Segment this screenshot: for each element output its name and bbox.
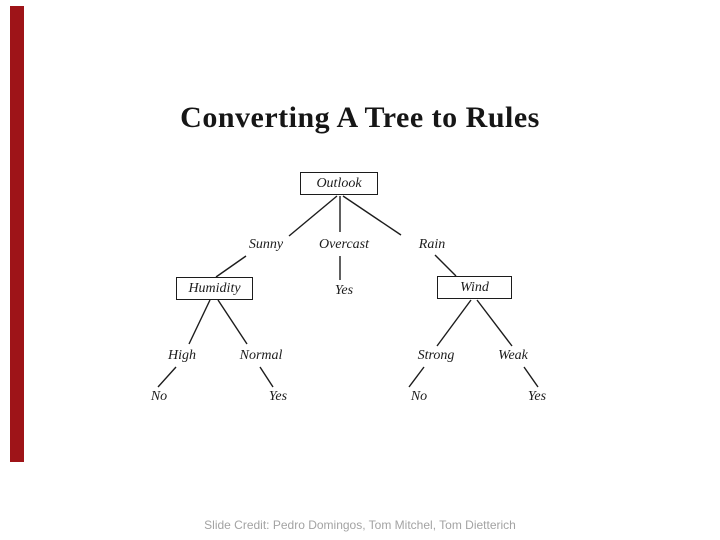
edge-rain-wind [434,254,457,277]
edge-outlook-sunny [288,195,338,237]
edge-weak-yes [523,366,539,388]
branch-label-overcast: Overcast [318,237,370,252]
edge-normal-yes [259,366,274,388]
leaf-label-strong-no: No [410,389,428,404]
tree-node-humidity-label: Humidity [188,280,241,296]
tree-node-humidity: Humidity [176,277,253,300]
tree-node-wind-label: Wind [460,279,489,295]
edge-humidity-high [188,299,211,345]
branch-label-weak: Weak [498,348,528,363]
tree-node-outlook: Outlook [300,172,378,195]
branch-label-high: High [168,348,196,363]
leaf-label-normal-yes: Yes [268,389,288,404]
tree-node-wind: Wind [437,276,512,299]
left-accent-bar [10,6,24,462]
branch-label-sunny: Sunny [248,237,284,252]
leaf-label-high-no: No [150,389,168,404]
slide-credit: Slide Credit: Pedro Domingos, Tom Mitche… [204,518,516,532]
edge-outlook-rain [342,195,402,236]
edge-humidity-normal [217,299,248,345]
edge-strong-no [408,366,425,388]
branch-label-rain: Rain [418,237,446,252]
edge-wind-strong [436,299,472,347]
branch-label-strong: Strong [417,348,455,363]
branch-label-normal: Normal [239,348,283,363]
edge-high-no [157,366,177,388]
slide-title: Converting A Tree to Rules [180,101,540,134]
leaf-label-overcast-yes: Yes [334,283,354,298]
edge-wind-weak [476,299,513,347]
edge-sunny-humidity [215,255,247,278]
tree-node-outlook-label: Outlook [316,175,362,191]
leaf-label-weak-yes: Yes [527,389,547,404]
